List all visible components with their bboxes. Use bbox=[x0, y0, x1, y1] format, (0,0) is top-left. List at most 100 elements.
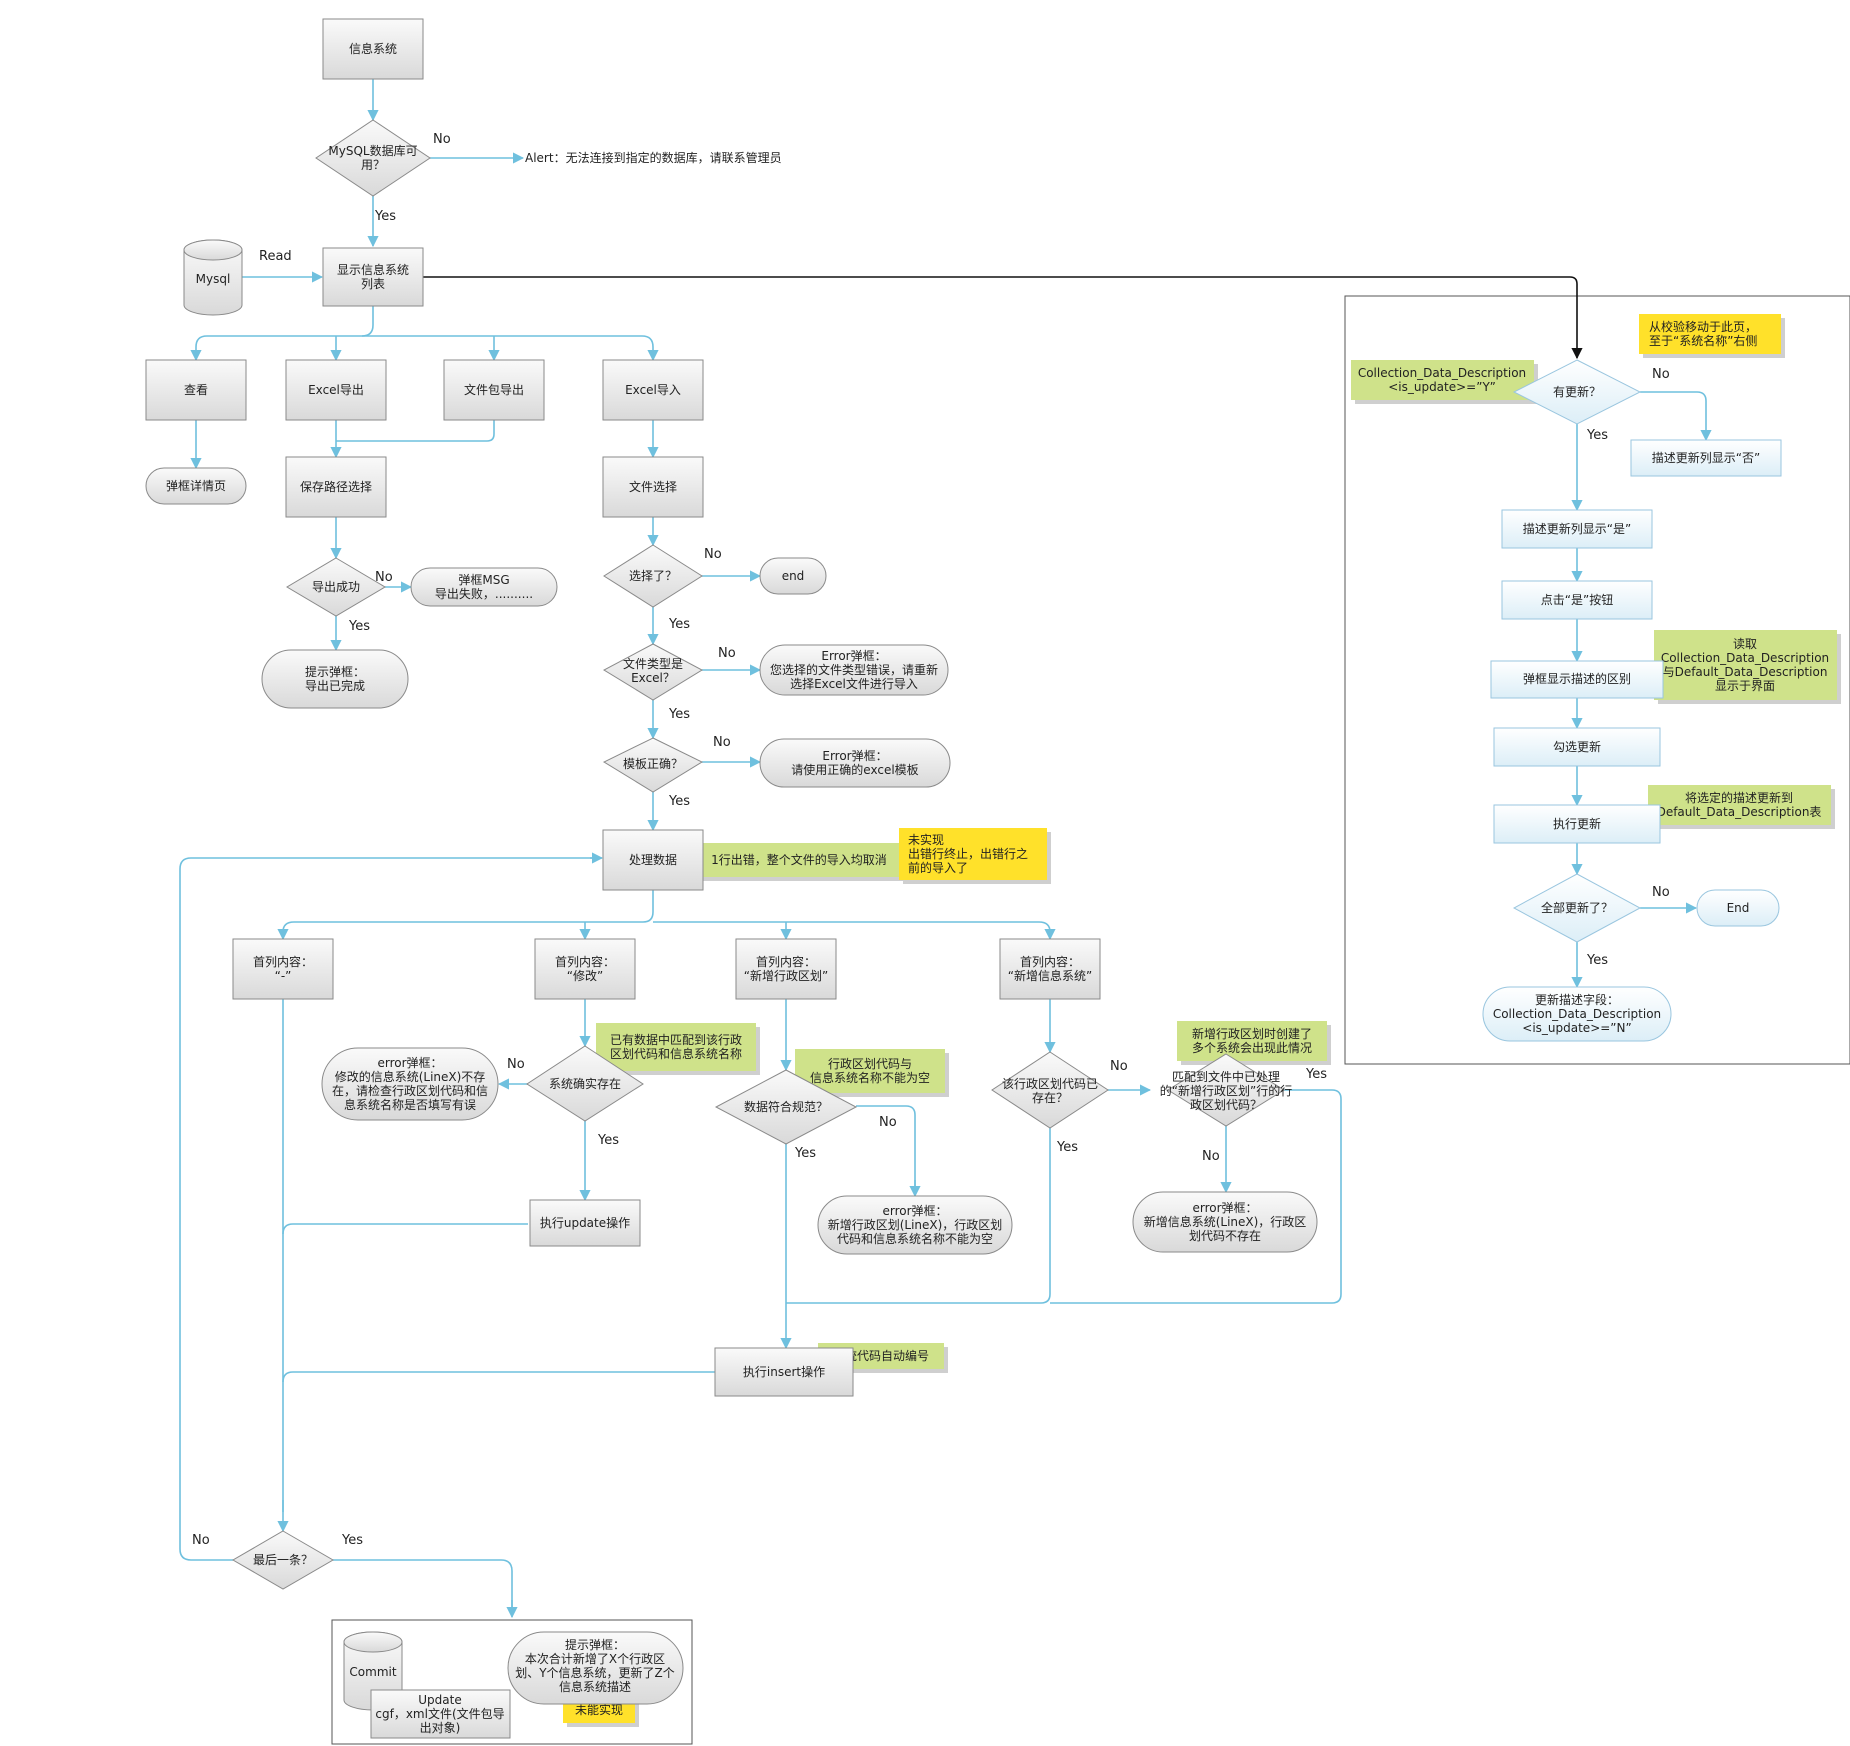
label-yes-hasupdate: Yes bbox=[1586, 428, 1608, 443]
note-move-text: 从校验移动于此页，至于“系统名称”右侧 bbox=[1649, 319, 1757, 348]
label-yes-selected: Yes bbox=[668, 617, 690, 632]
node-tpl-ok: 模板正确？ bbox=[602, 737, 704, 793]
label-yes-last: Yes bbox=[341, 1533, 363, 1548]
node-match-file-text: 匹配到文件中已处理的“新增行政区划”行的行政区划代码？ bbox=[1160, 1069, 1292, 1112]
label-no-tpl: No bbox=[713, 735, 731, 750]
node-col-no: 描述更新列显示“否” bbox=[1630, 439, 1782, 477]
node-region-exists-text: 该行政区划代码已存在？ bbox=[1002, 1077, 1098, 1105]
note-multi: 新增行政区划时创建了多个系统会出现此情况 bbox=[1177, 1021, 1331, 1065]
node-popup-diff-text: 弹框显示描述的区别 bbox=[1523, 671, 1631, 686]
frames bbox=[331, 295, 1850, 1745]
node-excel-export[interactable]: Excel导出 bbox=[285, 359, 387, 421]
note-rowerr: 1行出错，整个文件的导入均取消 bbox=[694, 843, 908, 881]
node-do-update[interactable]: 执行update操作 bbox=[529, 1199, 641, 1247]
node-click-yes[interactable]: 点击“是”按钮 bbox=[1501, 580, 1653, 620]
node-save-path[interactable]: 保存路径选择 bbox=[285, 456, 387, 518]
node-all-updated: 全部更新了？ bbox=[1512, 873, 1642, 943]
node-pkg-export-text: 文件包导出 bbox=[464, 382, 524, 397]
edge-labels: No Yes Read No Yes No Yes No Yes No Yes … bbox=[192, 132, 1670, 1548]
node-do-insert-text: 执行insert操作 bbox=[743, 1364, 825, 1379]
node-infosys[interactable]: 信息系统 bbox=[322, 18, 424, 80]
node-col-sys: 首列内容：“新增信息系统” bbox=[999, 938, 1101, 1000]
node-col-edit-text: 首列内容：“修改” bbox=[555, 954, 615, 983]
node-export-done: 提示弹框：导出已完成 bbox=[261, 649, 409, 709]
node-infosys-text: 信息系统 bbox=[349, 41, 397, 56]
node-last: 最后一条？ bbox=[232, 1530, 334, 1590]
label-no-hasupdate: No bbox=[1652, 367, 1670, 382]
note-unimpl: 未实现出错行终止，出错行之前的导入了 bbox=[899, 828, 1051, 884]
node-view-text: 查看 bbox=[184, 383, 208, 397]
notes: 1行出错，整个文件的导入均取消 未实现出错行终止，出错行之前的导入了 已有数据中… bbox=[563, 314, 1841, 1727]
nodes: 信息系统 MySQL数据库可用？ Alert：无法连接到指定的数据库，请联系管理… bbox=[145, 18, 1782, 1739]
node-excel-import-text: Excel导入 bbox=[625, 383, 681, 397]
node-err-type-text: Error弹框：您选择的文件类型错误，请重新选择Excel文件进行导入 bbox=[770, 649, 938, 691]
node-view[interactable]: 查看 bbox=[145, 359, 247, 421]
node-err-region-text: error弹框：新增行政区划(LineX)，行政区划代码和信息系统名称不能为空 bbox=[828, 1204, 1003, 1246]
node-export-ok-text: 导出成功 bbox=[312, 580, 360, 594]
node-err-sys: error弹框：新增信息系统(LineX)，行政区划代码不存在 bbox=[1132, 1191, 1318, 1253]
node-show-list[interactable]: 显示信息系统列表 bbox=[322, 247, 424, 307]
node-data-ok-text: 数据符合规范？ bbox=[744, 1099, 828, 1114]
label-no-last: No bbox=[192, 1533, 210, 1548]
node-col-edit: 首列内容：“修改” bbox=[534, 938, 636, 1000]
node-export-done-text: 提示弹框：导出已完成 bbox=[305, 664, 365, 693]
node-err-edit-text: error弹框：修改的信息系统(LineX)不存在，请检查行政区划代码和信息系统… bbox=[332, 1056, 488, 1112]
note-notempty-text: 行政区划代码与信息系统名称不能为空 bbox=[810, 1057, 930, 1085]
note-multi-text: 新增行政区划时创建了多个系统会出现此情况 bbox=[1192, 1026, 1312, 1055]
node-sys-exists-text: 系统确实存在 bbox=[549, 1076, 621, 1091]
label-no-match: No bbox=[1202, 1149, 1220, 1164]
node-file-select[interactable]: 文件选择 bbox=[602, 456, 704, 518]
node-update-field-text: 更新描述字段：Collection_Data_Description<is_up… bbox=[1493, 992, 1661, 1035]
node-exec-update-text: 执行更新 bbox=[1553, 816, 1601, 831]
node-end2-text: End bbox=[1727, 901, 1750, 915]
label-yes-tpl: Yes bbox=[668, 794, 690, 809]
node-do-update-text: 执行update操作 bbox=[540, 1215, 630, 1230]
node-do-insert[interactable]: 执行insert操作 bbox=[714, 1347, 854, 1397]
note-unable-text: 未能实现 bbox=[575, 1702, 623, 1717]
node-exec-update[interactable]: 执行更新 bbox=[1493, 804, 1661, 844]
node-match-file: 匹配到文件中已处理的“新增行政区划”行的行政区划代码？ bbox=[1160, 1053, 1292, 1127]
label-no-data: No bbox=[879, 1115, 897, 1130]
label-yes-match: Yes bbox=[1305, 1067, 1327, 1082]
note-matched-text: 已有数据中匹配到该行政区划代码和信息系统名称 bbox=[610, 1032, 742, 1061]
node-mysql-ok[interactable]: MySQL数据库可用？ bbox=[315, 119, 431, 197]
bottom-result-frame bbox=[331, 1619, 693, 1745]
node-check-update-text: 勾选更新 bbox=[1553, 739, 1601, 754]
node-export-ok: 导出成功 bbox=[286, 557, 386, 617]
node-err-edit: error弹框：修改的信息系统(LineX)不存在，请检查行政区划代码和信息系统… bbox=[321, 1047, 499, 1121]
node-col-region-text: 首列内容：“新增行政区划” bbox=[744, 954, 828, 983]
node-col-yes: 描述更新列显示“是” bbox=[1501, 509, 1653, 549]
node-last-text: 最后一条？ bbox=[253, 1553, 313, 1567]
node-mysql-db-text: Mysql bbox=[196, 272, 231, 286]
edges bbox=[179, 79, 1712, 1619]
label-no-region: No bbox=[1110, 1059, 1128, 1074]
node-tpl-ok-text: 模板正确？ bbox=[623, 757, 683, 771]
right-panel-frame bbox=[1344, 295, 1850, 1065]
node-excel-import[interactable]: Excel导入 bbox=[602, 359, 704, 421]
label-no-sys: No bbox=[507, 1057, 525, 1072]
label-yes-all: Yes bbox=[1586, 953, 1608, 968]
node-process[interactable]: 处理数据 bbox=[602, 829, 704, 891]
label-no-export: No bbox=[375, 570, 393, 585]
node-data-ok: 数据符合规范？ bbox=[714, 1069, 858, 1145]
node-col-dash-text: 首列内容：“-” bbox=[253, 954, 313, 983]
node-mysql-ok-text: MySQL数据库可用？ bbox=[328, 143, 417, 172]
node-err-type: Error弹框：您选择的文件类型错误，请重新选择Excel文件进行导入 bbox=[759, 644, 949, 696]
label-yes-excel: Yes bbox=[668, 707, 690, 722]
node-show-list-text: 显示信息系统列表 bbox=[337, 262, 409, 291]
node-pkg-export[interactable]: 文件包导出 bbox=[443, 359, 545, 421]
node-commit-text: Commit bbox=[349, 1665, 396, 1679]
node-err-region: error弹框：新增行政区划(LineX)，行政区划代码和信息系统名称不能为空 bbox=[817, 1195, 1013, 1255]
node-alert-text: Alert：无法连接到指定的数据库，请联系管理员 bbox=[525, 150, 782, 165]
node-check-update[interactable]: 勾选更新 bbox=[1493, 727, 1661, 767]
note-unimpl-text: 未实现出错行终止，出错行之前的导入了 bbox=[908, 832, 1028, 875]
label-no-excel: No bbox=[718, 646, 736, 661]
node-end1: end bbox=[759, 557, 827, 595]
